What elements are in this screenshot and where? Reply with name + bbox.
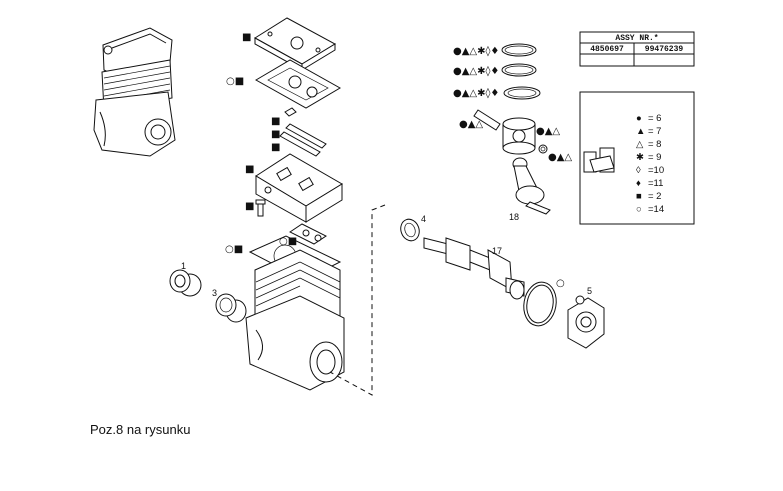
top-gasket-drawing xyxy=(254,59,342,109)
part-label-18: 18 xyxy=(509,212,519,222)
assy-number-table: ASSY NR.* 4850697 99476239 xyxy=(579,31,695,67)
crankshaft-drawing xyxy=(423,237,525,300)
kit-symbols-piston: ●▲△ xyxy=(536,126,560,137)
legend-symbol-5: ◊ xyxy=(636,165,641,176)
bolt-drawing xyxy=(255,199,266,217)
legend-symbol-2: ▲ xyxy=(636,126,645,137)
piston-rings-drawing xyxy=(501,43,541,100)
legend-value-3: = 8 xyxy=(648,139,661,150)
kit-symbols-ring-3: ●▲△✱◊♦ xyxy=(453,87,499,99)
kit-symbols-cylinder-gasket: ○■ xyxy=(225,244,243,255)
figure-caption: Poz.8 na rysunku xyxy=(90,422,191,437)
legend-value-2: = 7 xyxy=(648,126,661,137)
legend-symbol-1: ● xyxy=(636,113,642,124)
legend-symbol-6: ♦ xyxy=(636,178,641,189)
kit-symbols-reed-2: ■ xyxy=(271,129,280,140)
legend-value-5: =10 xyxy=(648,165,664,176)
kit-symbols-reed-3: ■ xyxy=(271,142,280,153)
part-label-17: 17 xyxy=(492,246,502,256)
part-label-1: 1 xyxy=(181,261,186,271)
part-label-3: 3 xyxy=(212,288,217,298)
circlip-drawing xyxy=(538,144,548,154)
kit-symbols-ring-2: ●▲△✱◊♦ xyxy=(453,65,499,77)
legend-value-6: =11 xyxy=(648,178,663,189)
kit-symbols-ring-1: ●▲△✱◊♦ xyxy=(453,45,499,57)
end-cover-drawing xyxy=(567,295,605,349)
part-label-4: 4 xyxy=(421,214,426,224)
legend-value-7: = 2 xyxy=(648,191,661,202)
kit-symbols-seal: ○ xyxy=(556,278,565,289)
reed-valves-drawing xyxy=(279,107,327,157)
kit-symbols-bolt: ■ xyxy=(245,201,254,212)
head-gasket-drawing xyxy=(289,223,327,245)
seal-ring-drawing xyxy=(400,218,420,242)
kit-symbols-head-cover: ■ xyxy=(242,32,251,43)
legend-symbol-7: ■ xyxy=(636,191,642,202)
valve-plate-drawing xyxy=(255,153,343,223)
bushing-drawing xyxy=(215,293,247,323)
bearing-drawing xyxy=(169,269,202,297)
piston-pin-drawing xyxy=(473,109,501,131)
assy-number-2: 99476239 xyxy=(645,45,684,54)
kit-symbols-pin: ●▲△ xyxy=(459,119,483,130)
piston-drawing xyxy=(502,117,536,155)
head-cover-drawing xyxy=(254,17,337,71)
assy-number-1: 4850697 xyxy=(590,45,624,54)
assy-table-header: ASSY NR.* xyxy=(615,34,658,43)
kit-symbols-valve-plate: ■ xyxy=(245,164,254,175)
legend-value-1: = 6 xyxy=(648,113,661,124)
legend-symbol-4: ✱ xyxy=(636,152,644,163)
kit-drawing xyxy=(583,147,615,173)
crankcase-drawing xyxy=(245,249,345,391)
legend-box: ● = 6 ▲ = 7 △ = 8 ✱ = 9 ◊ =10 ♦ =11 ■ = … xyxy=(579,91,695,225)
kit-symbols-top-gasket: ○■ xyxy=(226,76,244,87)
kit-symbols-head-gasket: ○■ xyxy=(279,236,297,247)
kit-symbols-clip: ●▲△ xyxy=(548,152,572,163)
connecting-rod-drawing xyxy=(512,157,551,215)
legend-symbol-3: △ xyxy=(636,139,644,150)
legend-value-8: =14 xyxy=(648,204,664,215)
legend-symbol-8: ○ xyxy=(636,204,642,215)
part-label-5: 5 xyxy=(587,286,592,296)
kit-symbols-reed-1: ■ xyxy=(271,116,280,127)
legend-value-4: = 9 xyxy=(648,152,661,163)
assembled-compressor-drawing xyxy=(93,27,176,157)
